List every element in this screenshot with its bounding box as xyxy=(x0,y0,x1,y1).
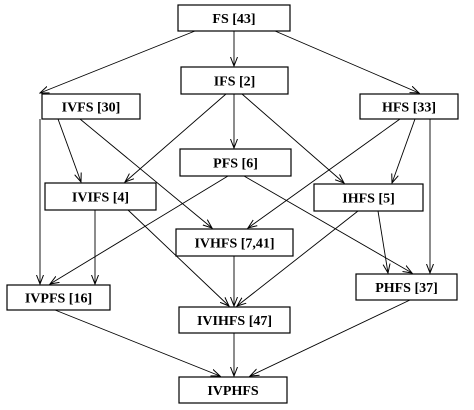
arrow-fs-to-hfs xyxy=(274,30,419,93)
node-label: IVPFS [16] xyxy=(25,292,92,307)
node-box xyxy=(180,66,289,95)
node-box xyxy=(178,306,291,334)
node-box xyxy=(41,93,141,120)
node-label: IVIFS [4] xyxy=(72,191,129,206)
arrow-ihfs-to-phfs xyxy=(377,210,388,273)
node-label: IVFS [30] xyxy=(62,101,121,116)
arrow-ifs-to-ihfs xyxy=(241,93,344,183)
node-label: PHFS [37] xyxy=(375,281,438,296)
arrow-ivifs-to-ivihfs xyxy=(127,209,229,306)
node-box xyxy=(313,183,424,212)
node-box xyxy=(44,182,157,211)
node-phfs: PHFS [37] xyxy=(355,273,458,301)
node-label: IVIHFS [47] xyxy=(197,314,272,329)
node-fs: FS [43] xyxy=(177,4,291,32)
arrow-pfs-to-phfs xyxy=(243,175,412,273)
node-label: FS [43] xyxy=(212,12,255,27)
arrow-ivpfs-to-ivphfs xyxy=(54,309,220,376)
node-box xyxy=(179,148,292,177)
node-label: IVHFS [7,41] xyxy=(194,237,274,252)
node-ivhfs: IVHFS [7,41] xyxy=(175,228,294,257)
arrow-pfs-to-ivpfs xyxy=(50,175,229,284)
node-box xyxy=(177,4,291,32)
node-box xyxy=(178,376,288,404)
node-ivfs: IVFS [30] xyxy=(41,93,141,120)
node-ivpfs: IVPFS [16] xyxy=(6,284,111,311)
node-ivihfs: IVIHFS [47] xyxy=(178,306,291,334)
edges xyxy=(40,30,430,376)
node-pfs: PFS [6] xyxy=(179,148,292,177)
node-ivifs: IVIFS [4] xyxy=(44,182,157,211)
node-ivphfs: IVPHFS xyxy=(178,376,288,404)
node-hfs: HFS [33] xyxy=(359,93,459,120)
node-label: IFS [2] xyxy=(214,75,256,90)
node-box xyxy=(355,273,458,301)
arrow-ihfs-to-ivihfs xyxy=(237,210,359,306)
arrow-fs-to-ivfs xyxy=(40,30,196,93)
arrow-hfs-to-ihfs xyxy=(392,118,416,183)
node-label: IHFS [5] xyxy=(342,192,395,207)
arrow-ivfs-to-ivifs xyxy=(57,118,81,182)
arrow-hfs-to-ivhfs xyxy=(248,118,401,228)
node-box xyxy=(6,284,111,311)
nodes: FS [43] IFS [2] IVFS [30] HFS [33] PFS [6] IV… xyxy=(6,4,459,404)
node-box xyxy=(359,93,459,120)
arrow-phfs-to-ivphfs xyxy=(250,299,411,376)
node-label: HFS [33] xyxy=(382,101,436,116)
node-label: PFS [6] xyxy=(213,157,258,172)
arrow-ivfs-to-ivhfs xyxy=(79,118,212,228)
node-box xyxy=(175,228,294,257)
arrow-ifs-to-ivifs xyxy=(125,93,227,182)
node-ihfs: IHFS [5] xyxy=(313,183,424,212)
node-label: IVPHFS xyxy=(207,384,259,399)
node-ifs: IFS [2] xyxy=(180,66,289,95)
